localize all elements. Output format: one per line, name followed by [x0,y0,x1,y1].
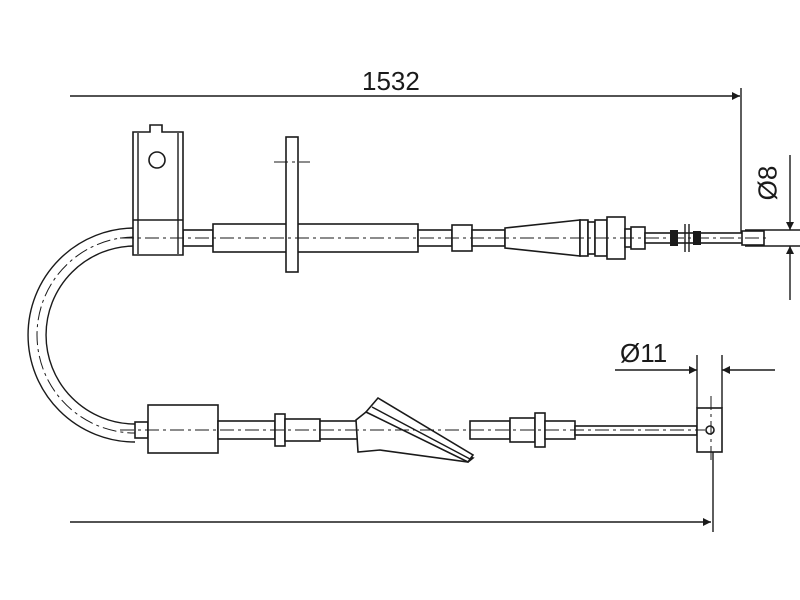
dimension-diameter-11 [615,355,775,408]
diameter-8-label: Ø8 [752,165,783,201]
cone-fitting [504,219,581,257]
cable-loop [27,227,136,443]
grommet-block [147,404,219,454]
eye-end [696,396,723,460]
dimension-diameter-8 [745,155,800,300]
lower-cable-run [120,396,723,464]
dimension-overall-length [70,88,742,532]
upper-cable-run [120,124,770,273]
mounting-bracket [132,124,184,256]
overall-length-label: 1532 [362,66,420,96]
bracket-hole [148,151,166,169]
diameter-11-label: Ø11 [620,338,668,368]
